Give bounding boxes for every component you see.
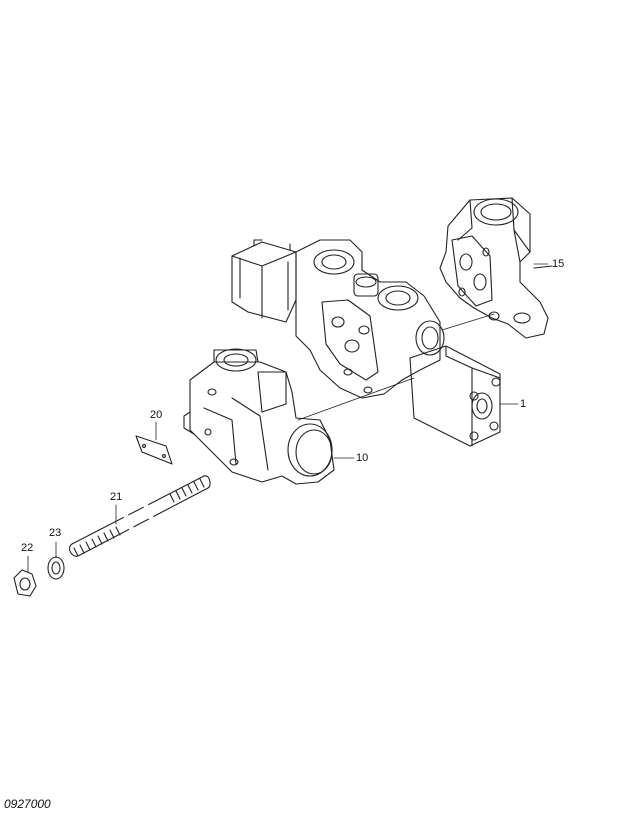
callout-23: 23 (49, 527, 62, 539)
part-23-washer (47, 556, 65, 580)
part-10-end-section (183, 348, 335, 485)
part-15-port-cover (439, 197, 553, 339)
callout-15: 15 (552, 258, 565, 270)
callout-10: 10 (356, 452, 369, 464)
figure-code: 0927000 (4, 797, 51, 811)
part-1-valve-body (231, 239, 501, 447)
part-22-hex-nut (13, 569, 37, 597)
part-21-tie-rod (69, 475, 211, 557)
callout-20: 20 (150, 409, 163, 421)
callout-21: 21 (110, 491, 123, 503)
part-20-name-plate (135, 435, 173, 465)
callout-1: 1 (520, 398, 527, 410)
leader-lines (27, 263, 549, 573)
callout-22: 22 (21, 542, 34, 554)
